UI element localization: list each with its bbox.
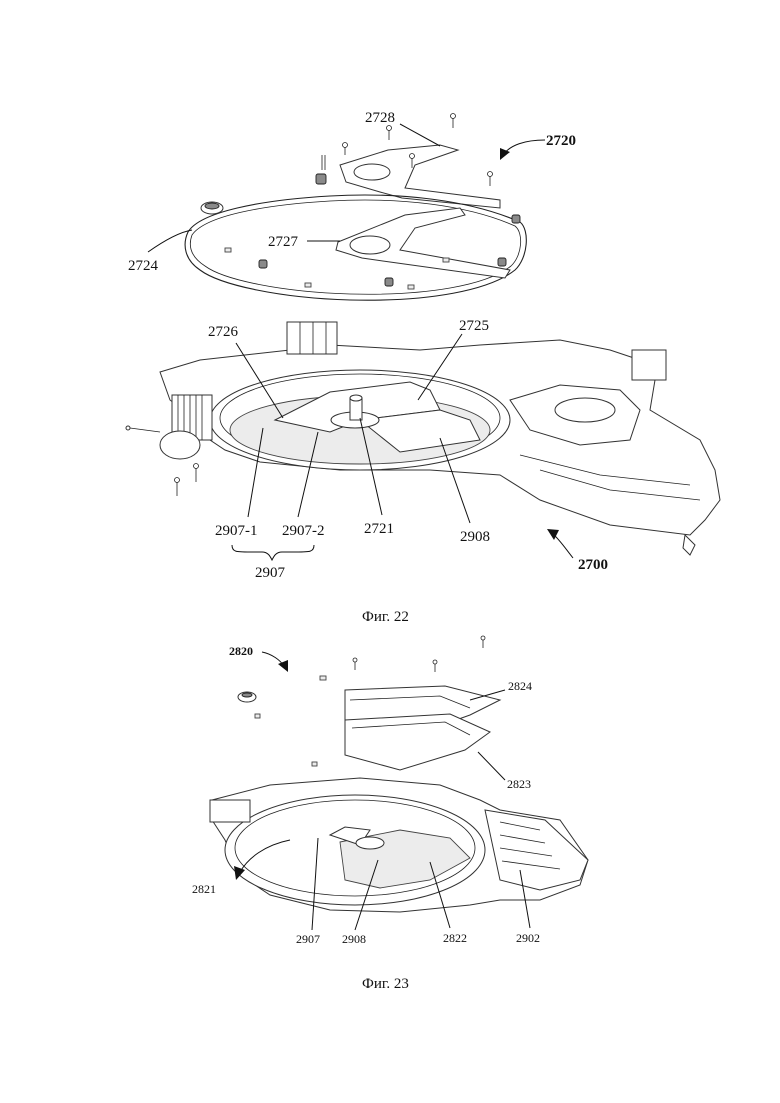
label-2907: 2907 (255, 565, 286, 581)
figure-22: 2728 2720 2727 2724 2726 2725 2907-1 290… (126, 110, 720, 625)
label-2823: 2823 (507, 777, 531, 791)
label-2720: 2720 (546, 133, 576, 149)
label-2822: 2822 (443, 931, 467, 945)
label-2724: 2724 (128, 258, 159, 274)
assembly-2720-drawing (185, 114, 526, 301)
figure-23: 2820 2824 2823 2821 2907 2908 2822 2902 … (192, 636, 588, 992)
label-2700: 2700 (578, 557, 608, 573)
label-2727: 2727 (268, 234, 299, 250)
label-2725: 2725 (459, 318, 489, 334)
label-2820: 2820 (229, 644, 253, 658)
label-2907-1: 2907-1 (215, 523, 258, 539)
label-2902: 2902 (516, 931, 540, 945)
assembly-2820-drawing (238, 636, 500, 770)
label-2908: 2908 (460, 529, 490, 545)
label-2907-fig23: 2907 (296, 932, 320, 946)
housing-2820-drawing (210, 778, 588, 912)
label-2721: 2721 (364, 521, 394, 537)
label-2821: 2821 (192, 882, 216, 896)
label-2726: 2726 (208, 324, 239, 340)
label-2824: 2824 (508, 679, 532, 693)
housing-2700-drawing (126, 322, 720, 555)
label-2907-2: 2907-2 (282, 523, 325, 539)
figure-22-leaders (148, 124, 573, 560)
label-2908-fig23: 2908 (342, 932, 366, 946)
label-2728: 2728 (365, 110, 395, 126)
caption-fig23: Фиг. 23 (362, 976, 409, 992)
caption-fig22: Фиг. 22 (362, 609, 409, 625)
